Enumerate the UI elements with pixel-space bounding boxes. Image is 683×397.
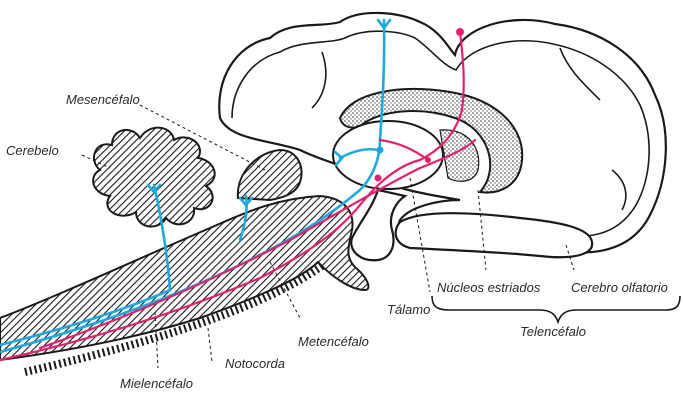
cerebellum	[93, 128, 215, 227]
label-nucleos: Núcleos estriados	[437, 280, 541, 295]
telencephalon-brace	[432, 296, 680, 322]
leader-notocorda	[208, 328, 212, 362]
label-metencefalo: Metencéfalo	[298, 334, 369, 349]
label-mesencefalo: Mesencéfalo	[66, 92, 140, 107]
label-mielencefalo: Mielencéfalo	[120, 376, 193, 391]
label-cerebro-olfatorio: Cerebro olfatorio	[571, 280, 668, 295]
label-talamo: Tálamo	[387, 302, 430, 317]
thalamus	[333, 121, 443, 189]
label-telencefalo: Telencéfalo	[520, 324, 586, 339]
label-cerebelo: Cerebelo	[6, 143, 59, 158]
mesencephalon	[238, 150, 302, 200]
label-notocorda: Notocorda	[225, 356, 285, 371]
